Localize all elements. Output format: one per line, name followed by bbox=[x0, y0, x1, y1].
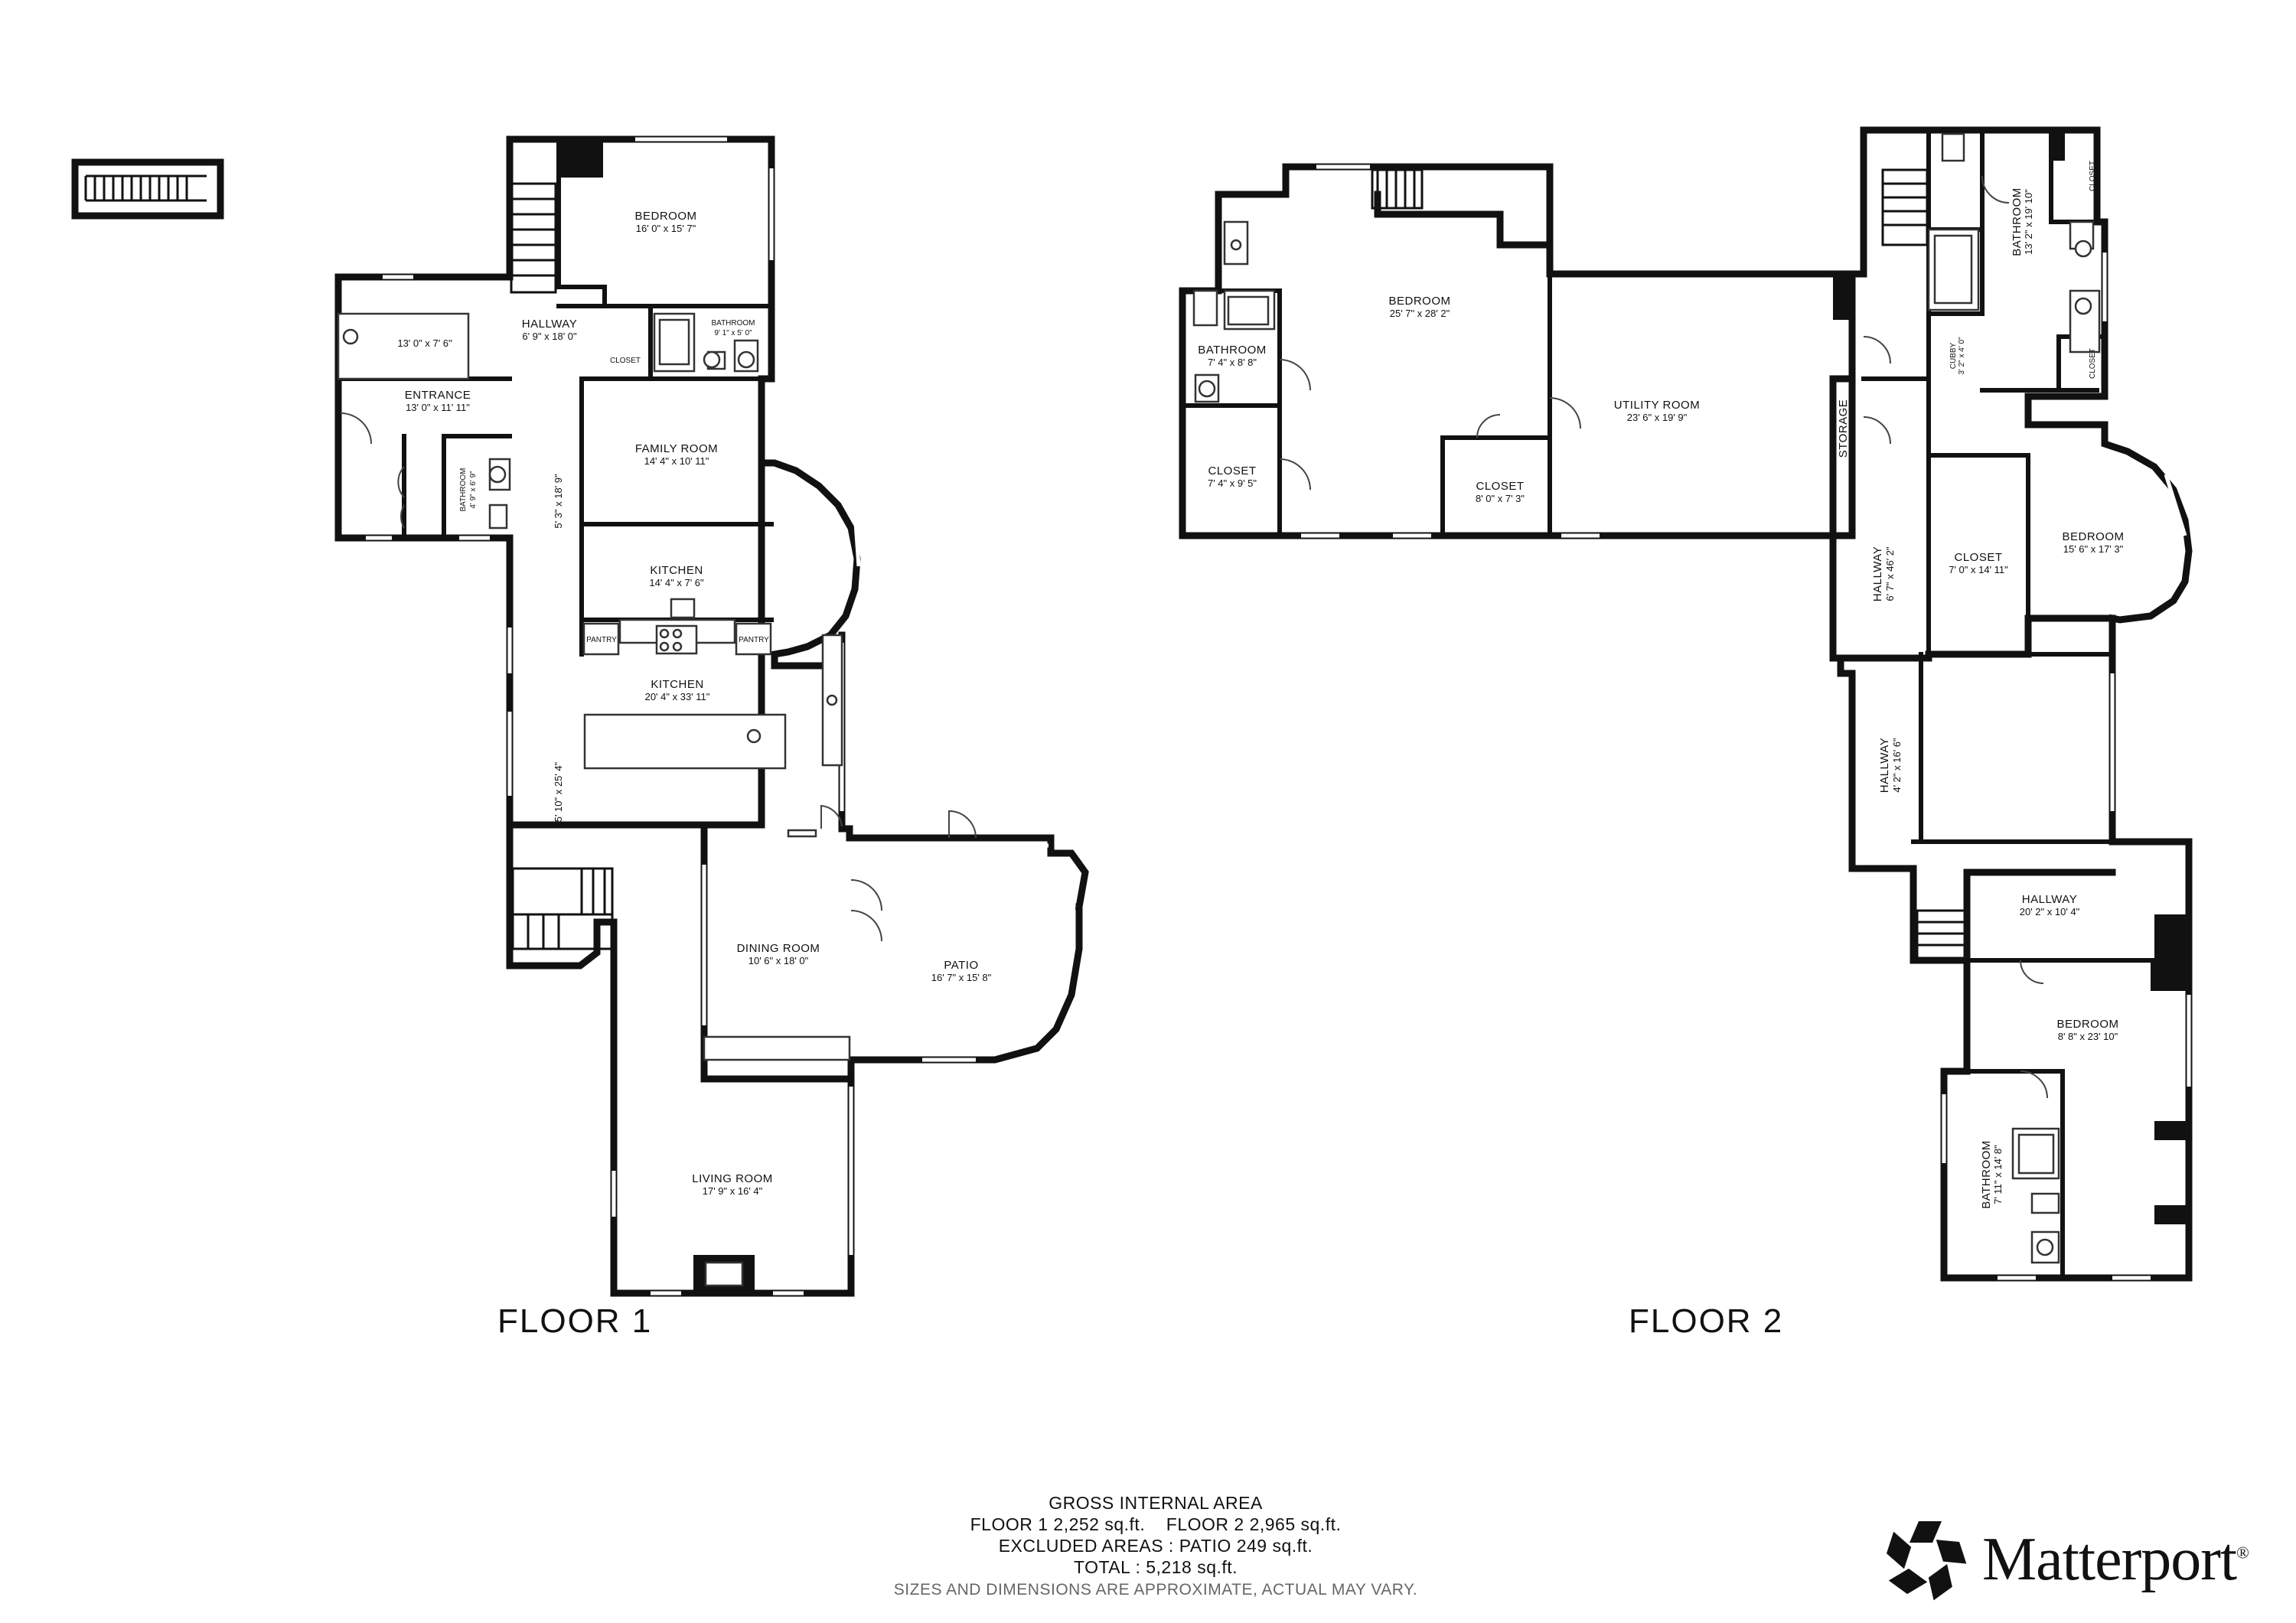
room2-closet-mid-name: CLOSET bbox=[1476, 480, 1524, 493]
floor2-room-labels: BEDROOM 25' 7" x 28' 2" BATHROOM 7' 4" x… bbox=[1198, 161, 2124, 1209]
floor-2-plan bbox=[1179, 126, 2193, 1282]
room2-utility-name: UTILITY ROOM bbox=[1614, 399, 1700, 412]
room1-porch-dim: 13' 0" x 7' 6" bbox=[397, 337, 452, 349]
room1-bathroom-dim: 9' 1" x 5' 0" bbox=[714, 329, 752, 337]
room2-hall-long-dim: 6' 7" x 46' 2" bbox=[1884, 546, 1896, 601]
room1-dining-name: DINING ROOM bbox=[737, 942, 820, 955]
floor1-room-labels: BEDROOM 16' 0" x 15' 7" HALLWAY 6' 9" x … bbox=[397, 210, 991, 1197]
floor-1-plan bbox=[334, 135, 1089, 1297]
room2-bed-bot-name: BEDROOM bbox=[2056, 1018, 2118, 1031]
room1-corridor-dim: 5' 3" x 18' 9" bbox=[553, 474, 564, 529]
room2-bed-round-dim: 15' 6" x 17' 3" bbox=[2063, 543, 2124, 555]
floor1-windows bbox=[366, 137, 1049, 1295]
room1-living-name: LIVING ROOM bbox=[692, 1172, 773, 1185]
room2-closet-tr-name: CLOSET bbox=[2089, 161, 2097, 191]
floor1-stairs-top bbox=[510, 182, 557, 294]
room2-bedroom-big-dim: 25' 7" x 28' 2" bbox=[1390, 308, 1450, 319]
room1-entrance-dim: 13' 0" x 11' 11" bbox=[406, 402, 470, 413]
room2-cubby-dim: 3' 2" x 4' 0" bbox=[1958, 337, 1966, 375]
area-summary: GROSS INTERNAL AREA FLOOR 1 2,252 sq.ft.… bbox=[750, 1492, 1561, 1601]
room2-storage-name: STORAGE bbox=[1837, 399, 1850, 458]
room1-hallway-name: HALLWAY bbox=[522, 318, 577, 331]
room1-entrance-name: ENTRANCE bbox=[405, 389, 471, 402]
summary-total: TOTAL : 5,218 sq.ft. bbox=[1073, 1557, 1238, 1577]
room2-hall-bot-dim: 20' 2" x 10' 4" bbox=[2020, 906, 2080, 917]
room1-pantry-right: PANTRY bbox=[739, 636, 769, 644]
room2-hall-mid-name: HALLWAY bbox=[1878, 738, 1891, 793]
matterport-wordmark: Matterport® bbox=[1982, 1525, 2249, 1595]
room2-bathroom-left-name: BATHROOM bbox=[1198, 344, 1267, 357]
room2-bathroom-left-dim: 7' 4" x 8' 8" bbox=[1208, 357, 1257, 368]
stairs-legend-icon bbox=[71, 158, 224, 220]
room1-gallery-dim: 5' 10" x 25' 4" bbox=[553, 761, 564, 822]
room2-closet-mid-dim: 8' 0" x 7' 3" bbox=[1476, 493, 1525, 504]
room2-bath-bot-dim: 7' 11" x 14' 8" bbox=[1992, 1145, 2004, 1204]
brand-name: Matterport bbox=[1982, 1526, 2237, 1593]
room2-closet-c-name: CLOSET bbox=[1954, 551, 2002, 564]
room2-hall-mid-dim: 4' 2" x 16' 6" bbox=[1891, 738, 1903, 793]
room2-bath-bot-name: BATHROOM bbox=[1980, 1140, 1993, 1209]
room1-patio-name: PATIO bbox=[944, 959, 978, 972]
room1-patio-dim: 16' 7" x 15' 8" bbox=[931, 972, 992, 983]
room2-closet-left-dim: 7' 4" x 9' 5" bbox=[1208, 477, 1257, 489]
room1-hallway-dim: 6' 9" x 18' 0" bbox=[522, 331, 577, 342]
room2-utility-dim: 23' 6" x 19' 9" bbox=[1627, 412, 1688, 423]
room2-bed-bot-dim: 8' 8" x 23' 10" bbox=[2058, 1031, 2118, 1042]
room2-bed-round-name: BEDROOM bbox=[2062, 530, 2124, 543]
room1-family-dim: 14' 4" x 10' 11" bbox=[644, 455, 709, 467]
room1-family-name: FAMILY ROOM bbox=[635, 442, 718, 455]
room2-closet-left-name: CLOSET bbox=[1208, 464, 1256, 477]
floor2-windows bbox=[1301, 165, 2191, 1280]
room1-kitchen-name: KITCHEN bbox=[651, 678, 703, 691]
room1-bedroom-dim: 16' 0" x 15' 7" bbox=[636, 223, 696, 234]
floor-2-label: FLOOR 2 bbox=[1629, 1302, 1784, 1340]
summary-disclaimer: SIZES AND DIMENSIONS ARE APPROXIMATE, AC… bbox=[893, 1581, 1418, 1599]
floor2-stairs bbox=[1371, 168, 1968, 962]
room1-bathroom-name: BATHROOM bbox=[711, 319, 755, 328]
room2-hall-long-name: HALLWAY bbox=[1871, 546, 1884, 601]
room2-bath-right-dim: 13' 2" x 19' 10" bbox=[2023, 189, 2034, 255]
summary-floors: FLOOR 1 2,252 sq.ft. FLOOR 2 2,965 sq.ft… bbox=[970, 1514, 1342, 1534]
matterport-mark-icon bbox=[1886, 1521, 1967, 1601]
room1-kitchen-dim: 20' 4" x 33' 11" bbox=[645, 691, 710, 702]
matterport-logo: Matterport® bbox=[1879, 1517, 2277, 1602]
room1-dining-dim: 10' 6" x 18' 0" bbox=[748, 955, 809, 966]
room1-living-dim: 17' 9" x 16' 4" bbox=[703, 1185, 763, 1197]
room1-kitchen-small-dim: 14' 4" x 7' 6" bbox=[649, 577, 704, 588]
room2-bath-right-name: BATHROOM bbox=[2011, 187, 2024, 256]
room1-bedroom-name: BEDROOM bbox=[634, 210, 696, 223]
room1-small-bath-name: BATHROOM bbox=[459, 468, 468, 511]
room1-pantry-left: PANTRY bbox=[586, 636, 617, 644]
summary-excluded: EXCLUDED AREAS : PATIO 249 sq.ft. bbox=[998, 1536, 1313, 1556]
floor2-outer-wall bbox=[1215, 163, 1554, 249]
floor-1-label: FLOOR 1 bbox=[497, 1302, 653, 1340]
room2-hall-bot-name: HALLWAY bbox=[2022, 893, 2077, 906]
floor1-stairs-bottom bbox=[511, 867, 614, 950]
summary-title: GROSS INTERNAL AREA bbox=[1049, 1493, 1263, 1513]
room2-closet-sm-name: CLOSET bbox=[2089, 348, 2097, 379]
room2-closet-c-dim: 7' 0" x 14' 11" bbox=[1949, 564, 2008, 575]
room1-closet-name: CLOSET bbox=[610, 357, 641, 365]
room2-bedroom-big-name: BEDROOM bbox=[1388, 295, 1450, 308]
room1-small-bath-dim: 4' 9" x 6' 9" bbox=[469, 471, 478, 509]
brand-registered-mark: ® bbox=[2236, 1543, 2249, 1563]
room1-kitchen-small-name: KITCHEN bbox=[650, 564, 703, 577]
room2-cubby-name: CUBBY bbox=[1949, 342, 1958, 369]
